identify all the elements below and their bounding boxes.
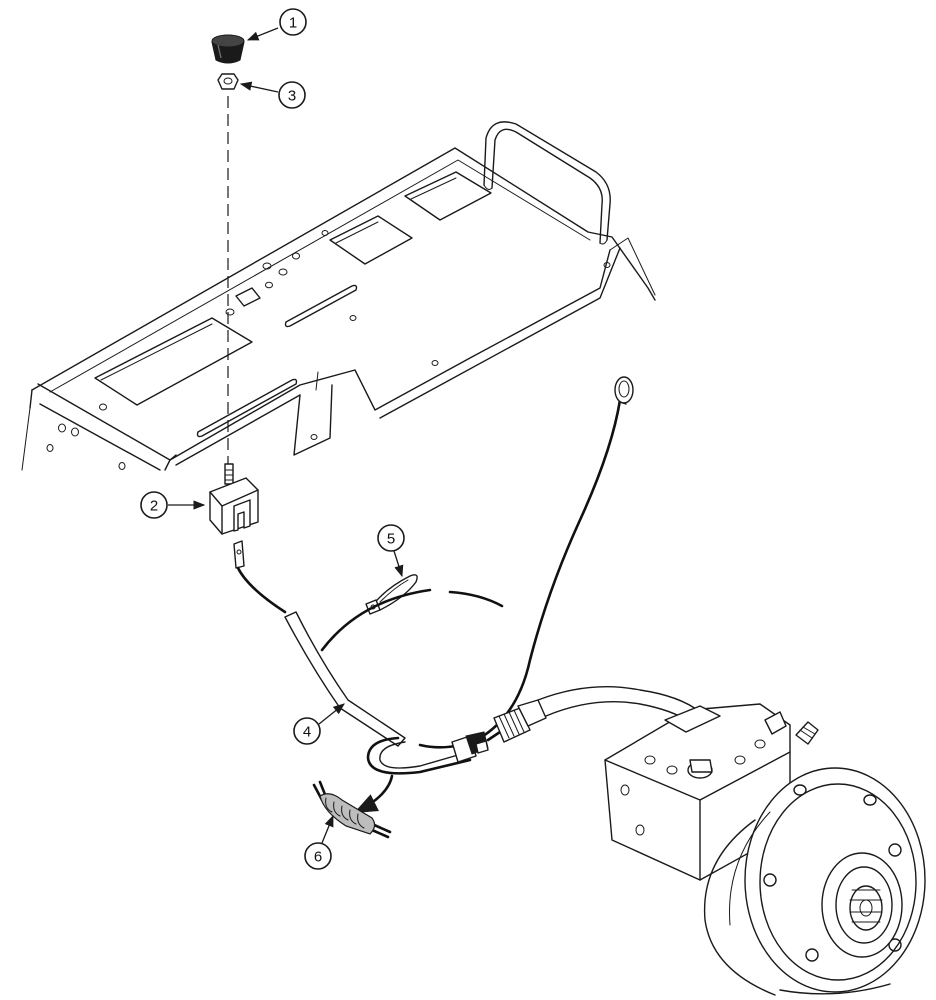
assembly-arc-top xyxy=(320,588,432,652)
callout-6: 6 xyxy=(304,814,334,870)
callout-1: 1 xyxy=(246,8,307,41)
knob xyxy=(211,34,245,64)
nut xyxy=(217,73,239,90)
wire-splice xyxy=(312,780,392,839)
callout-3: 3 xyxy=(239,81,306,109)
callout-1-label: 1 xyxy=(289,15,297,32)
callout-5: 5 xyxy=(377,524,405,578)
callout-5-label: 5 xyxy=(387,531,395,548)
callout-4-label: 4 xyxy=(303,724,311,741)
assembly-arc-bottom xyxy=(353,774,394,814)
callout-6-label: 6 xyxy=(314,849,322,866)
assembly-arc-right xyxy=(448,590,504,608)
motor-connector xyxy=(493,699,547,743)
switch xyxy=(209,463,259,569)
callout-2: 2 xyxy=(140,491,206,519)
harness xyxy=(236,376,701,775)
callout-3-label: 3 xyxy=(288,88,296,105)
hydraulic-motor xyxy=(604,703,926,996)
callout-4: 4 xyxy=(293,703,345,745)
console-panel xyxy=(21,121,656,471)
callout-2-label: 2 xyxy=(150,498,158,515)
